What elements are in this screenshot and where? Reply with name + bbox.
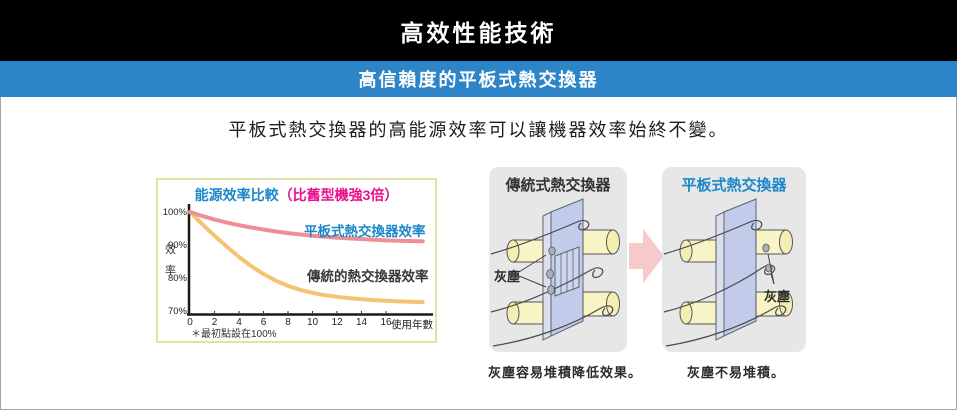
dust-pointer-lines — [767, 253, 775, 285]
y-tick-label: 70% — [167, 306, 187, 317]
diagram-title-traditional: 傳統式熱交換器 — [505, 177, 611, 194]
diagram-title-plate: 平板式熱交換器 — [681, 177, 787, 194]
x-axis-unit: 使用年數 — [391, 319, 433, 331]
lead-text: 平板式熱交換器的高能源效率可以讓機器效率始終不變。 — [228, 120, 729, 140]
y-tick-label: 100% — [162, 207, 187, 218]
traditional-exchanger-illustration — [490, 198, 620, 347]
plate-exchanger-illustration — [663, 198, 793, 347]
fins — [554, 246, 580, 297]
section-title: 高信賴度的平板式熱交換器 — [358, 70, 599, 90]
y-axis-label: 效率 — [165, 244, 176, 277]
section-banner: 高信賴度的平板式熱交換器 — [0, 61, 957, 97]
y-tick-label: 80% — [167, 273, 187, 284]
series-line-traditional — [188, 210, 425, 305]
x-tick-label: 6 — [260, 317, 267, 328]
chart-footnote: ＊最初點設在100% — [191, 329, 277, 340]
content-area — [0, 97, 957, 410]
x-tick-label: 0 — [187, 317, 193, 328]
dust-label: 灰塵 — [764, 289, 791, 304]
header-bar: 高效性能技術 — [0, 0, 957, 61]
dust-label: 灰塵 — [494, 269, 521, 284]
axes — [187, 204, 433, 316]
series-label-plate: 平板式熱交換器效率 — [304, 224, 426, 239]
x-tick-label: 4 — [236, 317, 242, 328]
arrow-head — [643, 229, 664, 283]
x-tick-label: 8 — [285, 317, 291, 328]
series-label-traditional: 傳統的熱交換器效率 — [307, 269, 429, 284]
heat-plate — [715, 198, 757, 341]
diagram-panel-traditional: 傳統式熱交換器 — [489, 167, 627, 352]
y-tick-label: 90% — [167, 240, 187, 251]
caption-traditional: 灰塵容易堆積降低效果。 — [488, 365, 643, 380]
chart-title-highlight: （比舊型機強3倍） — [278, 187, 399, 203]
chart-canvas — [187, 204, 433, 316]
dust-particles — [546, 246, 556, 295]
x-tick-label: 14 — [355, 317, 368, 328]
chart-title: 能源效率比較（比舊型機強3倍） — [158, 185, 435, 205]
caption-plate: 灰塵不易堆積。 — [687, 365, 786, 380]
efficiency-chart: 能源效率比較（比舊型機強3倍） 效率 平板式熱交換器效率 傳統的熱交換器效率 0… — [156, 178, 437, 343]
diagram-panel-plate: 平板式熱交換器 — [662, 167, 806, 352]
x-tick-label: 10 — [306, 317, 319, 328]
x-tick-label: 16 — [380, 317, 392, 328]
arrow-tail — [629, 243, 643, 269]
chart-title-main: 能源效率比較 — [194, 187, 279, 203]
airflow-lines — [490, 219, 614, 347]
right-arrow-icon — [629, 229, 664, 283]
x-tick-label: 12 — [331, 317, 343, 328]
series-line-plate — [188, 210, 425, 244]
page-title: 高效性能技術 — [400, 19, 557, 46]
x-tick-label: 2 — [211, 317, 218, 328]
dust-pointer-lines — [518, 254, 547, 288]
tubes — [679, 229, 793, 325]
x-tick-marks — [214, 311, 387, 316]
